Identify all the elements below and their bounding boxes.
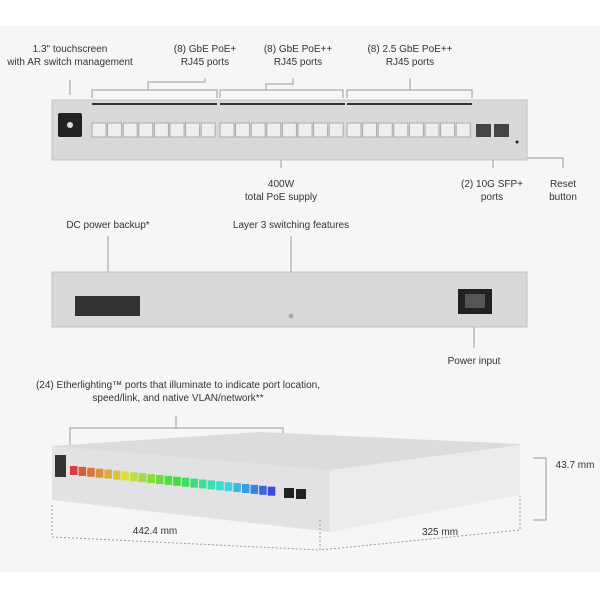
rj45-port: [377, 122, 393, 138]
touchscreen-3d: [55, 455, 66, 477]
etherlighting-port: [138, 473, 147, 483]
rj45-port: [153, 122, 169, 138]
rj45-port: [122, 122, 138, 138]
led-strip: [220, 103, 345, 105]
etherlighting-port: [259, 485, 267, 495]
rj45-port: [107, 122, 123, 138]
etherlighting-port: [121, 471, 130, 481]
etherlighting-port: [233, 483, 241, 493]
etherlighting-port: [78, 466, 87, 476]
etherlighting-port: [130, 472, 138, 482]
rj45-port: [185, 122, 201, 138]
etherlighting-port: [113, 470, 121, 480]
etherlighting-port: [173, 476, 181, 486]
rj45-port: [346, 122, 362, 138]
dc-connector: [75, 296, 140, 316]
rj45-port: [455, 122, 471, 138]
etherlighting-port: [224, 482, 233, 492]
etherlighting-port: [147, 474, 155, 484]
label-2-5gbe-poe: (8) 2.5 GbE PoE++RJ45 ports: [367, 44, 453, 68]
rj45-port: [393, 122, 409, 138]
etherlighting-port: [216, 481, 224, 491]
etherlighting-port: [190, 478, 198, 488]
label-sfp: (2) 10G SFP+ports: [461, 179, 523, 203]
label-power-input: Power input: [447, 356, 501, 367]
dimension-lines: [51, 496, 521, 551]
sfp-port-2: [494, 124, 509, 137]
reset-button: [515, 140, 519, 144]
rj45-port: [266, 122, 282, 138]
rj45-port: [235, 122, 251, 138]
label-height: 43.7 mm: [555, 460, 595, 471]
rj45-port: [328, 122, 344, 138]
rj45-port: [362, 122, 378, 138]
rj45-port: [440, 122, 456, 138]
etherlighting-port: [199, 479, 207, 489]
rj45-port: [424, 122, 440, 138]
etherlighting-port: [164, 475, 173, 485]
rj45-port: [200, 122, 216, 138]
etherlighting-port: [207, 480, 216, 490]
rj45-port: [281, 122, 297, 138]
rj45-port: [297, 122, 313, 138]
etherlighting-port: [70, 466, 78, 475]
etherlighting-port: [181, 477, 190, 487]
ground-screw: [288, 313, 294, 319]
label-layer3: Layer 3 switching features: [232, 220, 350, 231]
label-width: 442.4 mm: [132, 526, 178, 537]
label-dc-backup: DC power backup*: [66, 220, 150, 231]
sfp-3d-2: [296, 489, 306, 499]
etherlighting-port: [250, 484, 259, 494]
rj45-port: [138, 122, 154, 138]
etherlighting-port: [104, 469, 112, 479]
label-depth: 325 mm: [421, 527, 459, 538]
rj45-port: [408, 122, 424, 138]
sfp-port-1: [476, 124, 491, 137]
etherlighting-port: [267, 486, 276, 496]
etherlighting-port: [87, 467, 95, 477]
label-gbe-poe-plusplus: (8) GbE PoE++RJ45 ports: [263, 44, 333, 68]
switch-side: [330, 445, 520, 532]
label-gbe-poe-plus: (8) GbE PoE+RJ45 ports: [173, 44, 237, 68]
rj45-port: [313, 122, 329, 138]
rj45-port: [169, 122, 185, 138]
led-strip: [347, 103, 472, 105]
etherlighting-port: [95, 468, 104, 478]
label-etherlighting: (24) Etherlighting™ ports that illuminat…: [35, 380, 321, 404]
led-strip: [92, 103, 217, 105]
etherlighting-port: [156, 475, 164, 484]
rj45-port: [91, 122, 107, 138]
rj45-port: [250, 122, 266, 138]
rj45-port: [219, 122, 235, 138]
sfp-3d-1: [284, 488, 294, 498]
switch-front: [52, 446, 330, 532]
etherlighting-port: [242, 484, 250, 493]
